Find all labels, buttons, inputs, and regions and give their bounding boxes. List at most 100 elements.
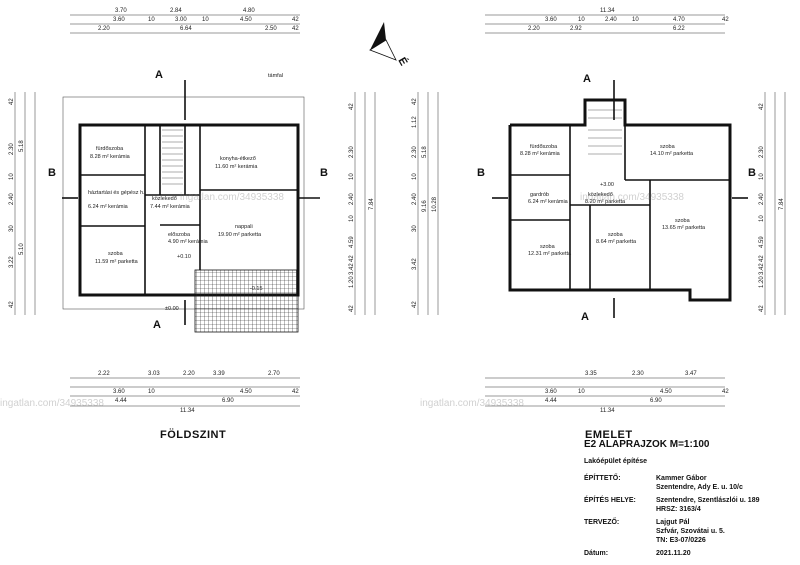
dim-text: 3.42: [349, 263, 355, 275]
dim-text: 10: [632, 17, 639, 23]
room-area: 6.24 m² kerámia: [528, 199, 569, 205]
title-block-row: Dátum: 2021.11.20: [584, 549, 794, 558]
dim-text: 42: [9, 301, 15, 308]
upper-floor-plan: A A B B fürdőszoba 8.28 m² kerámia szoba…: [412, 8, 786, 441]
dim-text: 4.50: [240, 389, 252, 395]
north-label: É: [395, 55, 410, 68]
dim-text: 4.44: [545, 398, 557, 404]
room-area: 8.64 m² parketta: [596, 239, 637, 245]
row-label: TERVEZŐ:: [584, 519, 620, 526]
dim-text: 42: [412, 98, 418, 105]
room-name: szoba: [608, 232, 624, 238]
dim-text: 11.34: [600, 408, 615, 414]
section-marker-a-top: A: [583, 73, 591, 85]
section-marker-a-bottom: A: [153, 319, 161, 331]
section-marker-a-top: A: [155, 69, 163, 81]
dim-text: 42: [349, 305, 355, 312]
upper-floor-title: EMELET: [585, 429, 633, 441]
dim-text: 1.20: [759, 276, 765, 288]
dim-text: 7.84: [779, 198, 785, 210]
dim-text: 3.60: [545, 17, 557, 23]
section-marker-b-right: B: [748, 167, 756, 179]
dim-text: 30: [9, 225, 15, 232]
dim-text: 3.70: [115, 8, 127, 14]
room-name: szoba: [540, 244, 556, 250]
dim-text: 10: [578, 17, 585, 23]
row-label: ÉPÍTTETŐ:: [584, 475, 621, 482]
dim-text: 2.92: [570, 26, 582, 32]
dim-text: 4.44: [115, 398, 127, 404]
ground-level-label: ±0.00: [165, 306, 179, 312]
dim-text: 10: [148, 17, 155, 23]
dim-text: 2.30: [632, 371, 644, 377]
dim-text: 2.20: [528, 26, 540, 32]
title-block-subtitle: Lakóépület építése: [584, 458, 648, 465]
watermark: ingatlan.com/34935338: [580, 192, 684, 203]
dim-text: 10: [578, 389, 585, 395]
dim-text: 2.40: [759, 193, 765, 205]
row-value: TN: E3-07/0226: [656, 537, 706, 544]
dim-text: 42: [722, 389, 729, 395]
dim-text: 2.30: [9, 143, 15, 155]
section-marker-b-left: B: [477, 167, 485, 179]
row-value: Szentendre, Ady E. u. 10/c: [656, 484, 743, 491]
section-marker-a-bottom: A: [581, 311, 589, 323]
dim-text: 42: [9, 98, 15, 105]
room-area: 8.28 m² kerámia: [520, 151, 561, 157]
dim-text: 3.00: [175, 17, 187, 23]
dim-text: 6.22: [673, 26, 685, 32]
dim-text: 3.22: [9, 256, 15, 268]
dim-text: 2.50: [265, 26, 277, 32]
dim-text: 42: [759, 103, 765, 110]
dim-text: 30: [412, 225, 418, 232]
dim-text: 10: [9, 173, 15, 180]
dim-text: 3.03: [148, 371, 160, 377]
section-marker-b-left: B: [48, 167, 56, 179]
dim-text: 42: [722, 17, 729, 23]
dim-text: 6.90: [650, 398, 662, 404]
north-arrow-icon: É: [369, 22, 411, 68]
dim-text: 2.30: [412, 146, 418, 158]
room-name: nappali: [235, 224, 253, 230]
room-name: fürdőszoba: [96, 146, 124, 152]
row-value: 2021.11.20: [656, 550, 691, 557]
dim-text: 7.84: [369, 198, 375, 210]
dim-text: 2.40: [412, 193, 418, 205]
dim-text: 5.18: [19, 140, 25, 152]
dim-text: 10: [759, 215, 765, 222]
terrace-level-label: -0.15: [250, 286, 263, 292]
dim-text: 10: [148, 389, 155, 395]
ground-floor-plan: A A B B fürdőszoba 8.28 m² kerámia házta…: [9, 8, 376, 441]
dim-text: 5.10: [19, 243, 25, 255]
row-label: Dátum:: [584, 550, 609, 557]
room-area: 12.31 m² parketta: [528, 251, 572, 257]
room-name: szoba: [675, 218, 691, 224]
title-block-row: ÉPÍTTETŐ: Kammer Gábor Szentendre, Ady E…: [584, 474, 794, 492]
dim-text: 10: [202, 17, 209, 23]
dim-text: 4.80: [243, 8, 255, 14]
row-value: Kammer Gábor: [656, 475, 707, 482]
row-value: HRSZ: 3163/4: [656, 506, 701, 513]
dim-text: 2.70: [268, 371, 280, 377]
dim-text: 42: [759, 255, 765, 262]
dim-text: 3.60: [113, 389, 125, 395]
dim-text: 4.59: [759, 236, 765, 248]
room-area: 8.28 m² kerámia: [90, 154, 131, 160]
dim-text: 42: [292, 17, 299, 23]
upper-level-label: +3.00: [600, 182, 614, 188]
section-marker-b-right: B: [320, 167, 328, 179]
room-name: közlekedő: [588, 192, 613, 198]
dim-text: 10.28: [432, 196, 438, 212]
dim-text: 2.20: [183, 371, 195, 377]
row-value: Szentendre, Szentlászlói u. 189: [656, 497, 760, 504]
row-value: Szfvár, Szovátai u. 5.: [656, 528, 725, 535]
room-area: 6.24 m² kerámia: [88, 204, 129, 210]
dim-text: 2.40: [605, 17, 617, 23]
title-block: E2 ALAPRAJZOK M=1:100 Lakóépület építése…: [584, 440, 794, 562]
room-area: 4.90 m² kerámia: [168, 239, 209, 245]
dim-text: 10: [759, 173, 765, 180]
room-name: konyha-étkező: [220, 156, 256, 162]
dim-text: 6.64: [180, 26, 192, 32]
watermark: ingatlan.com/34935338: [420, 398, 524, 409]
